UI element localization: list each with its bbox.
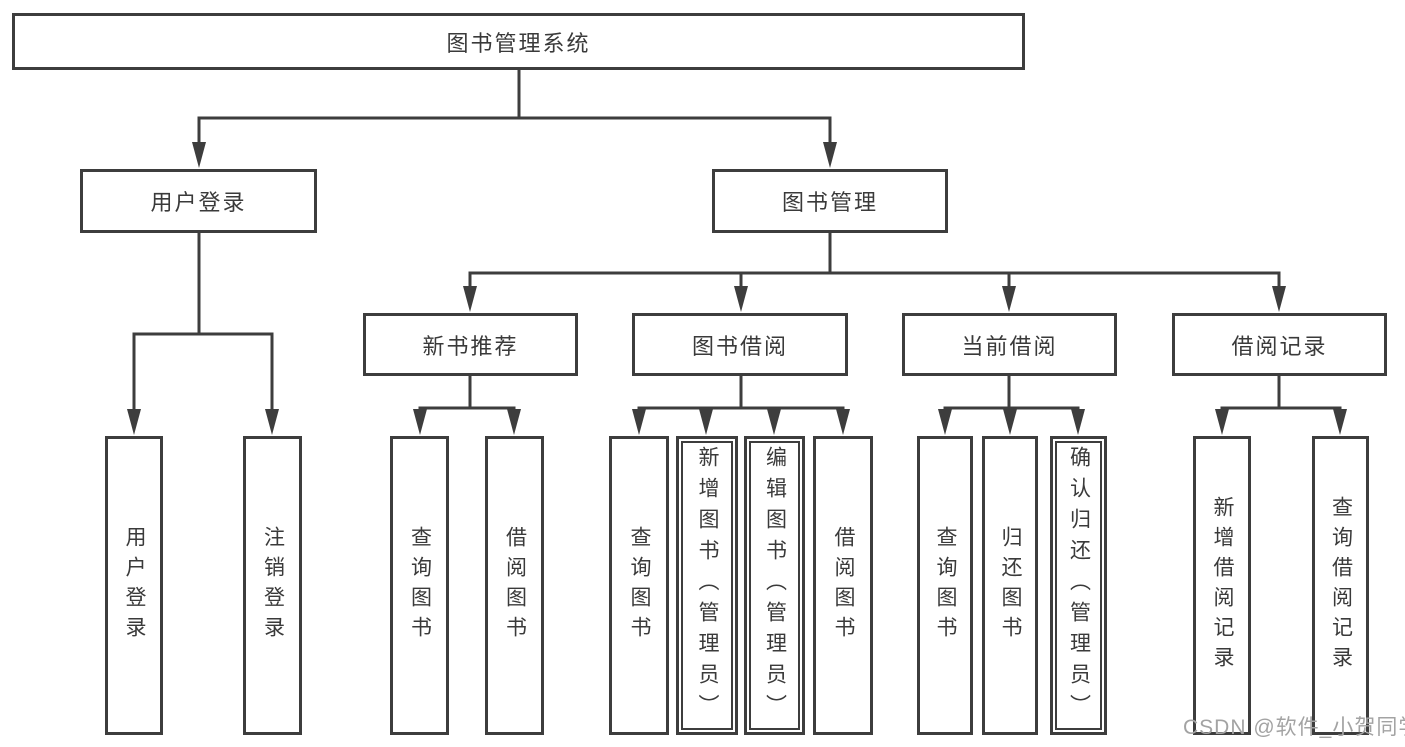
csdn-watermark: CSDN @软件_小贺同学 [1183,716,1405,739]
leaf-confirm-return-admin: 确认归还（管理员） [1050,436,1107,735]
leaf-return-book: 归还图书 [982,436,1038,735]
leaf-user-login-action: 用户登录 [105,436,163,735]
leaf-logout: 注销登录 [243,436,302,735]
leaf-query-book-3: 查询图书 [917,436,973,735]
leaf-query-borrow-record: 查询借阅记录 [1312,436,1369,735]
node-book-management: 图书管理 [712,169,948,233]
leaf-add-book-admin: 新增图书（管理员） [676,436,738,735]
node-current-borrow: 当前借阅 [902,313,1117,376]
node-borrow-record: 借阅记录 [1172,313,1387,376]
leaf-query-book-2: 查询图书 [609,436,669,735]
node-new-book-recommend: 新书推荐 [363,313,578,376]
node-root: 图书管理系统 [12,13,1025,70]
node-user-login: 用户登录 [80,169,317,233]
leaf-edit-book-admin: 编辑图书（管理员） [744,436,805,735]
leaf-borrow-book-1: 借阅图书 [485,436,544,735]
leaf-borrow-book-2: 借阅图书 [813,436,873,735]
leaf-query-book-1: 查询图书 [390,436,449,735]
leaf-add-borrow-record: 新增借阅记录 [1193,436,1251,735]
node-book-borrow: 图书借阅 [632,313,848,376]
arrowheads [127,142,1347,435]
